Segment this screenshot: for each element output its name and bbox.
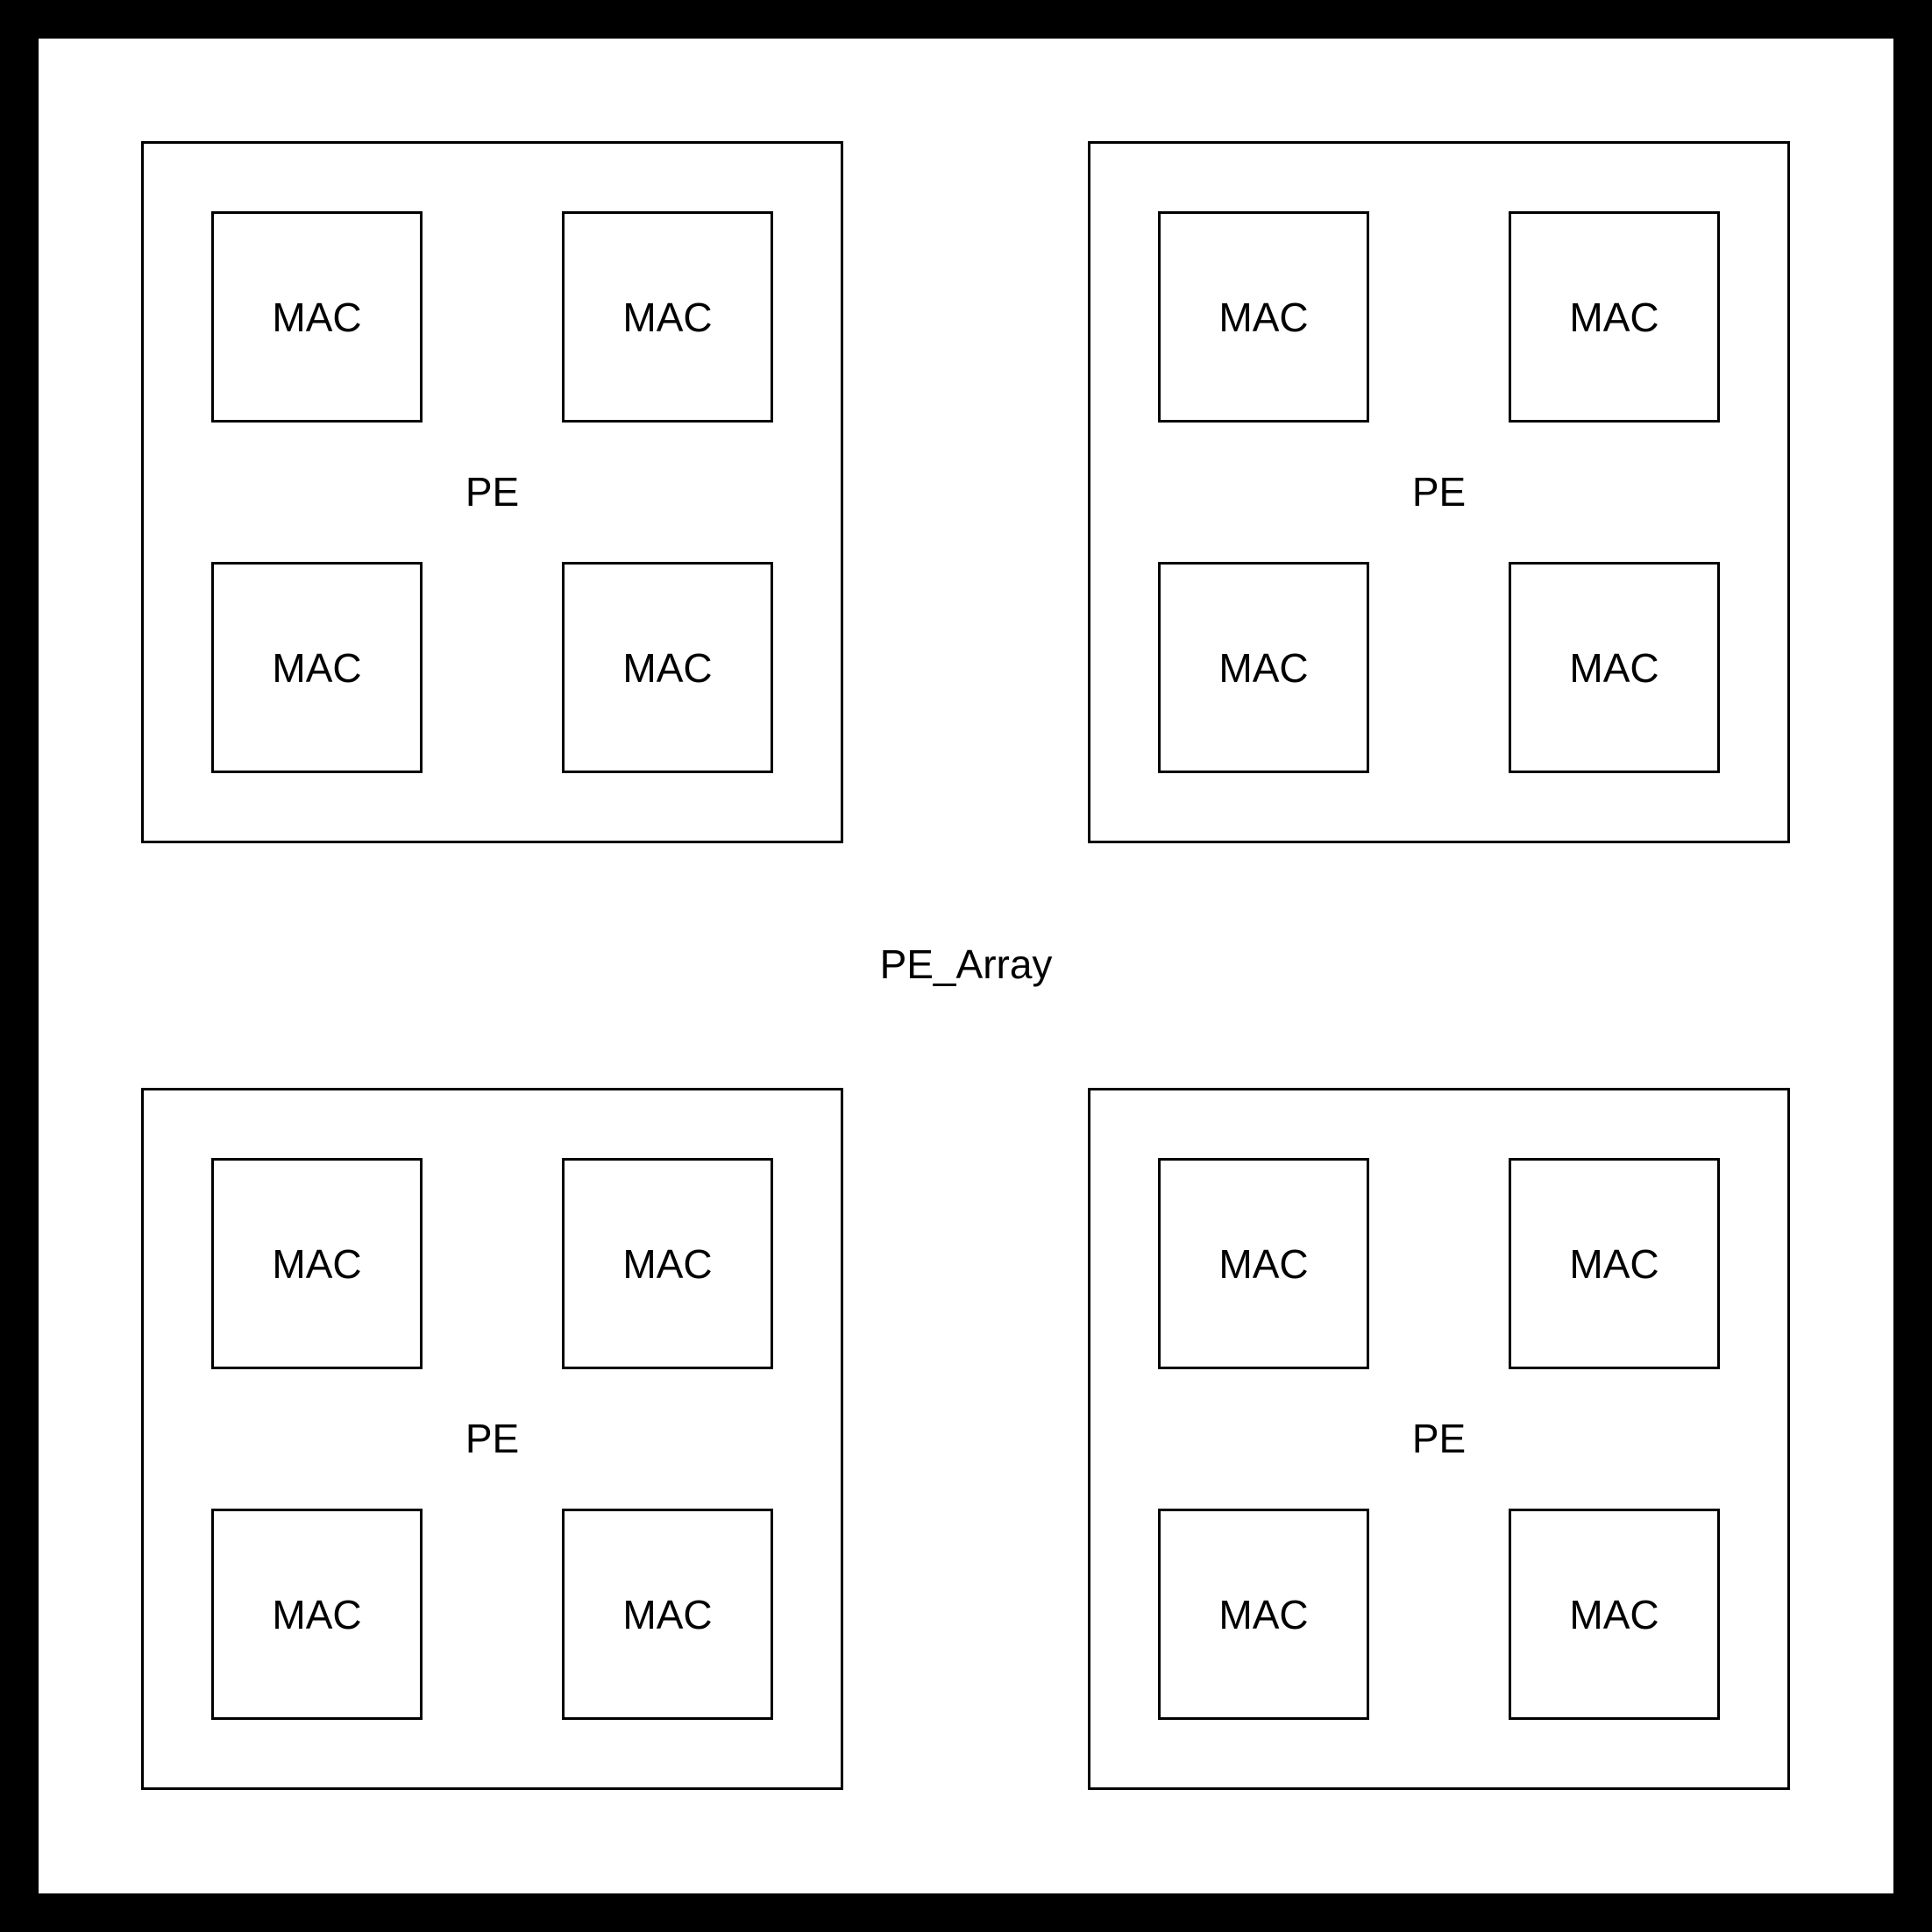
mac-unit: MAC bbox=[1158, 1509, 1369, 1720]
mac-unit: MAC bbox=[562, 562, 773, 773]
mac-unit: MAC bbox=[1158, 1158, 1369, 1369]
mac-unit: MAC bbox=[211, 1509, 423, 1720]
mac-unit: MAC bbox=[1509, 211, 1720, 423]
pe-block: MAC MAC PE MAC MAC bbox=[1088, 1088, 1790, 1790]
pe-label: PE bbox=[465, 1416, 520, 1461]
pe-block: MAC MAC PE MAC MAC bbox=[141, 1088, 843, 1790]
mac-unit: MAC bbox=[211, 562, 423, 773]
mac-unit: MAC bbox=[1509, 1509, 1720, 1720]
mac-unit: MAC bbox=[1509, 562, 1720, 773]
pe-array-label: PE_Array bbox=[879, 941, 1053, 987]
pe-label: PE bbox=[1411, 469, 1467, 515]
mac-unit: MAC bbox=[1158, 562, 1369, 773]
mac-unit: MAC bbox=[562, 1158, 773, 1369]
mac-unit: MAC bbox=[211, 211, 423, 423]
mac-unit: MAC bbox=[562, 1509, 773, 1720]
pe-label: PE bbox=[1411, 1416, 1467, 1461]
mac-unit: MAC bbox=[211, 1158, 423, 1369]
pe-block: MAC MAC PE MAC MAC bbox=[141, 141, 843, 843]
mac-unit: MAC bbox=[1509, 1158, 1720, 1369]
pe-label: PE bbox=[465, 469, 520, 515]
mac-unit: MAC bbox=[1158, 211, 1369, 423]
mac-unit: MAC bbox=[562, 211, 773, 423]
pe-block: MAC MAC PE MAC MAC bbox=[1088, 141, 1790, 843]
